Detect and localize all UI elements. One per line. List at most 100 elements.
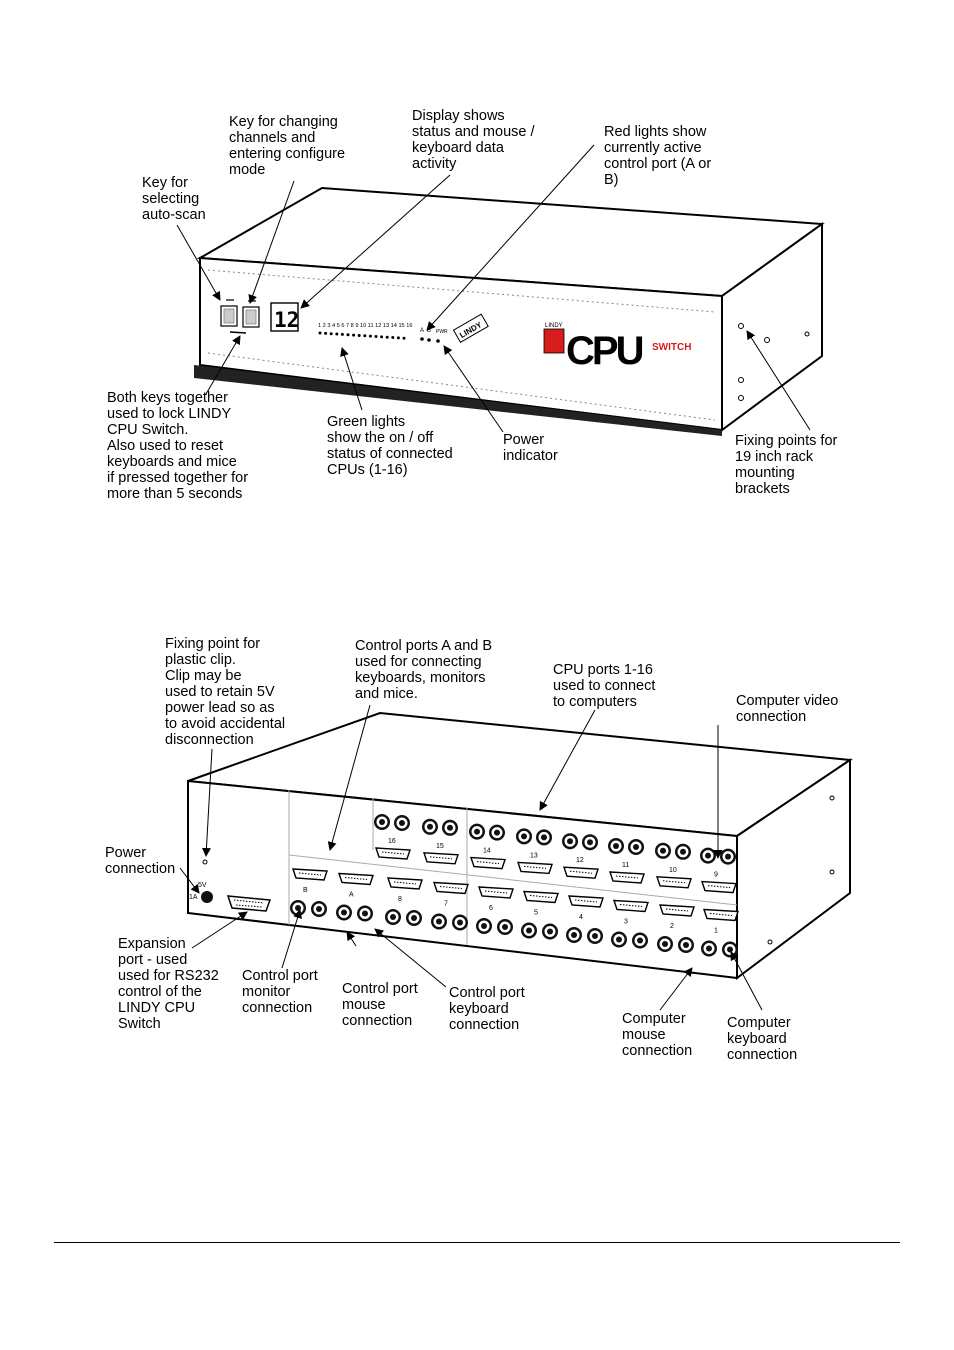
label-fixing-points: Fixing points for 19 inch rack mounting … bbox=[735, 433, 838, 497]
label-fixing-clip: Fixing point for plastic clip. Clip may … bbox=[165, 636, 286, 748]
green-led bbox=[385, 335, 389, 339]
label-red-lights: Red lights show currently active control… bbox=[604, 124, 712, 188]
port-number: B bbox=[303, 887, 308, 894]
vga-port bbox=[659, 904, 695, 917]
vga-port bbox=[433, 881, 469, 895]
label-channel-key: Key for changing channels and entering c… bbox=[229, 114, 346, 178]
vga-port bbox=[609, 871, 645, 884]
ps2-port bbox=[357, 905, 373, 922]
green-leds bbox=[318, 331, 406, 340]
green-led bbox=[346, 333, 350, 337]
vga-port bbox=[375, 847, 411, 860]
power-led bbox=[436, 339, 440, 343]
ps2-port bbox=[700, 847, 716, 864]
vga-port bbox=[387, 877, 423, 890]
green-led bbox=[318, 331, 322, 335]
label-cpu-ports: CPU ports 1-16 used to connect to comput… bbox=[553, 662, 656, 710]
vga-port bbox=[703, 908, 739, 922]
ps2-port bbox=[720, 848, 736, 865]
vga-port bbox=[523, 890, 559, 904]
ps2-port bbox=[374, 814, 390, 830]
ps2-port bbox=[611, 931, 627, 948]
label-ctrl-keyboard: Control port keyboard connection bbox=[449, 985, 525, 1033]
green-led bbox=[380, 335, 384, 339]
ps2-port bbox=[566, 927, 582, 943]
label-both-keys: Both keys together used to lock LINDY CP… bbox=[107, 390, 249, 502]
label-autoscan-key: Key for selecting auto-scan bbox=[142, 175, 206, 223]
port-letters: A B bbox=[420, 328, 431, 334]
port-number: 2 bbox=[670, 923, 674, 930]
power-5v: 5V bbox=[198, 882, 207, 889]
port-number: 9 bbox=[714, 872, 718, 879]
green-led bbox=[374, 335, 378, 338]
logo-brand-block bbox=[543, 328, 565, 354]
ps2-port bbox=[406, 910, 422, 926]
vga-port bbox=[613, 899, 649, 913]
footer-rule bbox=[54, 1242, 900, 1243]
ps2-port bbox=[394, 815, 410, 831]
label-ctrl-monitor: Control port monitor connection bbox=[242, 968, 318, 1016]
green-led bbox=[391, 336, 395, 340]
ps2-port bbox=[675, 843, 691, 860]
green-led bbox=[368, 334, 372, 338]
ps2-port bbox=[469, 823, 485, 840]
ps2-port bbox=[422, 818, 438, 835]
pwr-label: PWR bbox=[436, 329, 448, 335]
red-led-b bbox=[427, 338, 431, 342]
port-number: 7 bbox=[444, 901, 448, 908]
label-display: Display shows status and mouse / keyboar… bbox=[412, 108, 535, 172]
label-power-indicator: Power indicator bbox=[503, 432, 558, 464]
green-led bbox=[324, 331, 328, 335]
logo-text: CPU bbox=[566, 329, 643, 373]
vga-port bbox=[338, 872, 374, 886]
power-jack bbox=[201, 891, 213, 903]
clip-fixing-point bbox=[202, 859, 208, 865]
front-unit-body bbox=[196, 186, 825, 432]
ps2-port bbox=[476, 918, 492, 934]
vga-port bbox=[478, 886, 514, 899]
vga-port bbox=[701, 880, 737, 894]
port-number: 5 bbox=[534, 910, 538, 917]
ps2-port bbox=[657, 936, 673, 952]
green-led bbox=[402, 336, 406, 340]
ps2-port bbox=[632, 932, 648, 949]
ps2-port bbox=[608, 838, 624, 854]
power-1a: 1A bbox=[189, 894, 198, 901]
red-led-a bbox=[420, 337, 424, 341]
green-led bbox=[396, 336, 400, 340]
display-value: 12 bbox=[274, 308, 299, 332]
logo-brand: LINDY bbox=[545, 323, 563, 329]
ps2-port bbox=[678, 937, 694, 953]
ps2-port bbox=[497, 919, 513, 935]
ps2-port bbox=[442, 819, 458, 836]
ps2-port bbox=[516, 828, 532, 845]
port-number: 4 bbox=[579, 914, 583, 921]
ps2-port bbox=[655, 842, 671, 859]
vga-port bbox=[656, 876, 692, 889]
green-led bbox=[340, 332, 344, 336]
vga-port bbox=[470, 856, 506, 870]
channel-display bbox=[270, 302, 299, 332]
vga-port bbox=[563, 866, 599, 879]
ps2-port bbox=[452, 914, 468, 931]
port-number: 6 bbox=[489, 905, 493, 912]
back-unit-body bbox=[187, 711, 853, 981]
port-number: 12 bbox=[576, 857, 584, 864]
green-led bbox=[357, 333, 361, 337]
ps2-port bbox=[536, 829, 552, 846]
ps2-port bbox=[385, 909, 401, 925]
port-number: A bbox=[349, 892, 354, 899]
ps2-port bbox=[722, 941, 738, 958]
vga-port bbox=[517, 861, 553, 875]
ps2-port bbox=[562, 833, 578, 850]
ps2-port bbox=[521, 922, 537, 939]
port-number: 8 bbox=[398, 896, 402, 903]
ps2-port bbox=[336, 904, 352, 921]
ps2-port bbox=[582, 834, 598, 851]
port-number: 15 bbox=[436, 843, 444, 850]
port-number: 13 bbox=[530, 852, 538, 859]
expansion-port bbox=[226, 895, 272, 912]
vga-port bbox=[568, 895, 604, 908]
